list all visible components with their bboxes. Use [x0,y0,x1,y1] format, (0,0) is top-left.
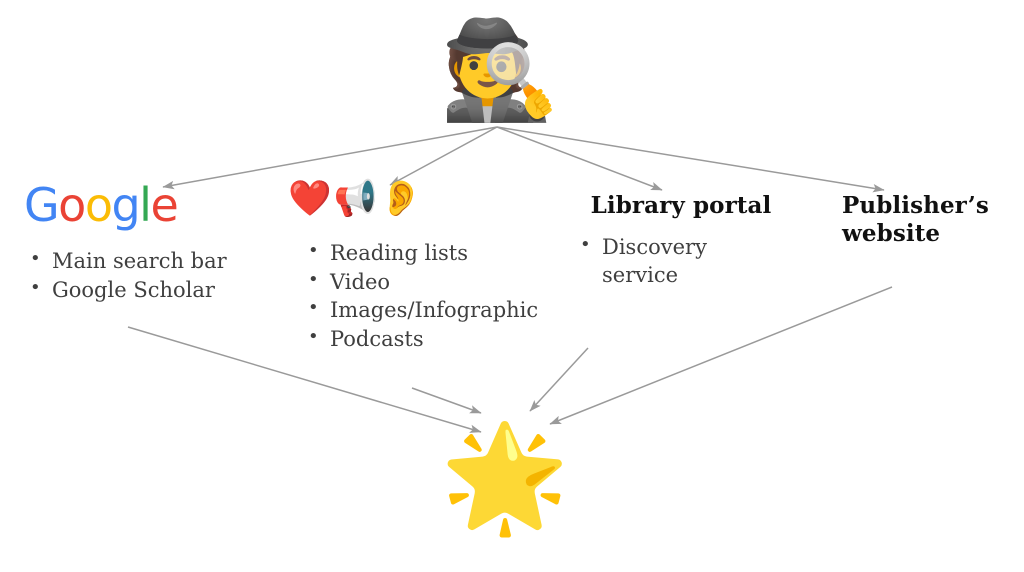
library-portal-heading: Library portal [590,192,772,219]
column-library-portal: Library portal Discovery service [566,192,796,290]
glowing-star-emoji: 🌟 [440,416,570,538]
loudspeaker-icon: 📢 [333,179,380,219]
column-publisher-website: Publisher’s website [842,192,1020,248]
google-item-list: Main search bar Google Scholar [24,247,264,305]
red-heart-icon: ❤️ [288,179,334,219]
detective-emoji: 🕵️ [440,14,560,126]
publisher-website-heading: Publisher’s website [842,192,989,248]
library-item-list: Discovery service [574,233,754,289]
list-item: Google Scholar [24,276,264,305]
list-item: Video [302,268,536,297]
arrow-social-to-star [411,387,482,414]
ear-icon: 👂 [379,179,425,219]
arrow-publisher-to-star [549,286,893,425]
google-letter-o1: o [58,178,86,232]
google-letter-l: l [139,178,152,232]
google-letter-e: e [150,178,178,232]
column-social-media: ❤️📢👂 Reading lists Video Images/Infograp… [288,182,538,355]
list-item: Discovery service [574,233,754,289]
list-item: Images/Infographic [302,296,538,325]
google-letter-o2: o [84,178,113,232]
list-item: Reading lists [302,239,536,268]
arrow-detective-to-google [162,126,498,190]
google-wordmark: Google [24,182,264,232]
google-letter-g1: G [24,178,60,232]
social-icon-row: ❤️📢👂 [288,182,536,224]
arrow-detective-to-social [389,126,498,186]
social-item-list: Reading lists Video Images/Infographic P… [302,239,538,354]
arrow-detective-to-publisher [496,126,885,193]
list-item: Podcasts [302,325,536,354]
arrow-detective-to-library [496,126,663,191]
arrow-library-to-star [529,347,589,412]
column-google: Google Main search bar Google Scholar [24,182,264,305]
google-letter-g2: g [111,178,140,232]
list-item: Main search bar [24,247,264,276]
